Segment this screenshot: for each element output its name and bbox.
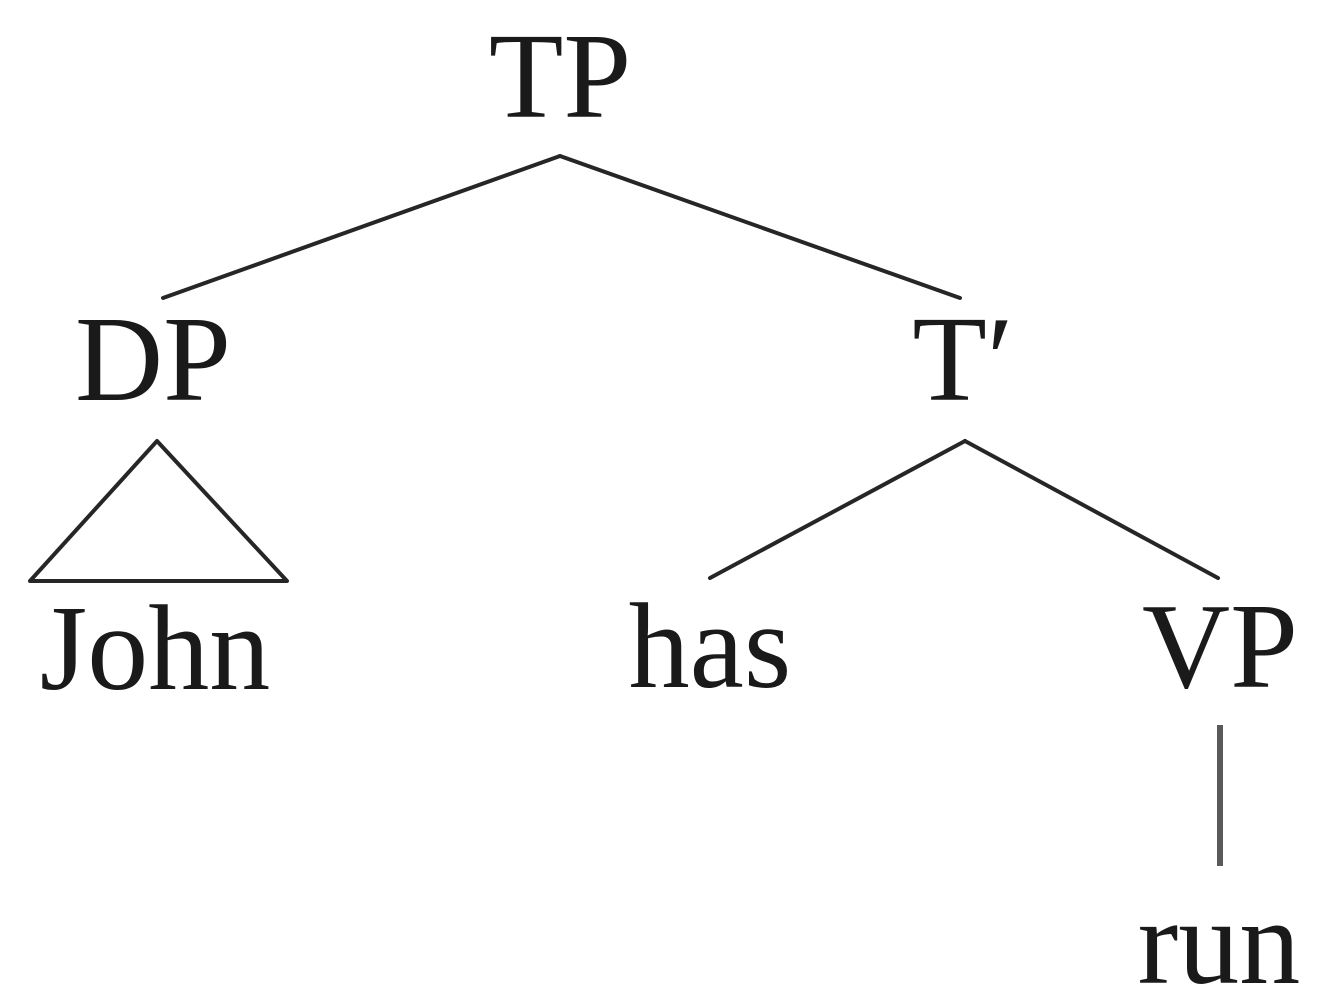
terminal-run: run — [1137, 875, 1301, 1001]
branch-tp-tbar — [558, 154, 962, 300]
node-dp: DP — [75, 292, 231, 427]
node-tp: TP — [488, 9, 632, 144]
node-t-bar: T′ — [912, 292, 1014, 427]
node-vp: VP — [1142, 579, 1298, 714]
triangle-dp-john — [28, 439, 289, 583]
terminal-has: has — [628, 579, 792, 714]
branch-tp-dp — [161, 154, 562, 300]
branch-tbar-vp — [963, 439, 1220, 580]
branch-tbar-has — [708, 439, 967, 580]
terminal-john: John — [39, 581, 271, 716]
